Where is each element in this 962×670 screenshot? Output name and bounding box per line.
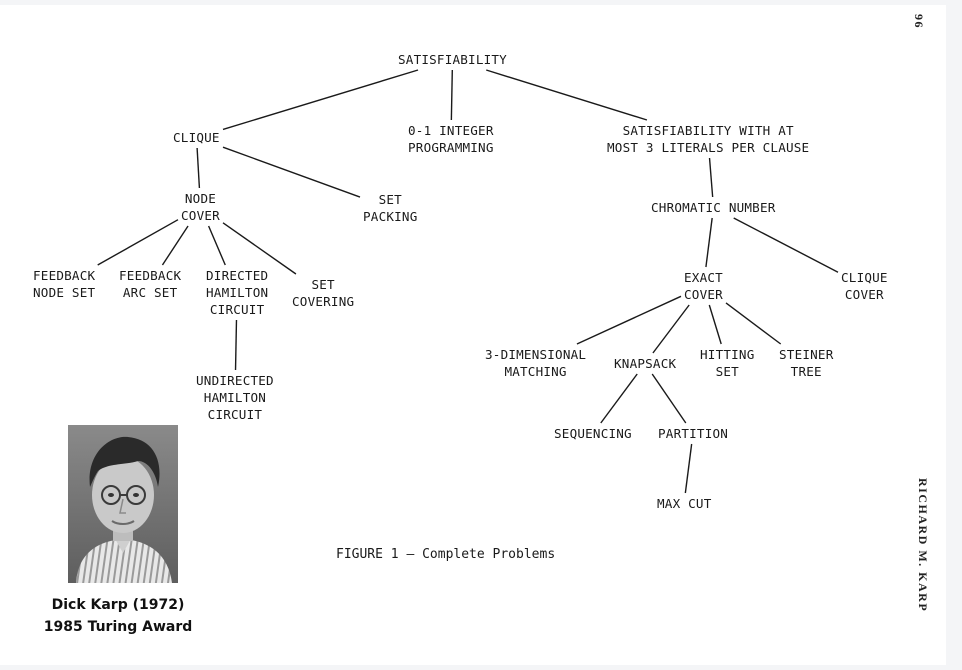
node-node-cover: NODE COVER bbox=[181, 191, 220, 223]
node-clique-cover: CLIQUE COVER bbox=[841, 270, 888, 302]
node-steiner-tree: STEINER TREE bbox=[779, 347, 834, 379]
page-number: 96 bbox=[912, 14, 926, 29]
figure-caption: FIGURE 1 – Complete Problems bbox=[336, 547, 556, 562]
edge-sat3-chromatic bbox=[708, 157, 714, 198]
node-0-1-integer-programming: 0-1 INTEGER PROGRAMMING bbox=[408, 123, 494, 155]
edge-exact_cover-three_dm bbox=[576, 295, 682, 345]
node-clique: CLIQUE bbox=[173, 130, 220, 145]
edge-chromatic-clique_cover bbox=[733, 217, 839, 273]
edge-exact_cover-hitting_set bbox=[708, 304, 722, 345]
edge-knapsack-partition bbox=[651, 373, 687, 424]
edge-chromatic-exact_cover bbox=[705, 217, 713, 268]
node-directed-hamilton-circuit: DIRECTED HAMILTON CIRCUIT bbox=[206, 268, 269, 317]
edge-sat-sat3 bbox=[486, 69, 648, 121]
running-head: RICHARD M. KARP bbox=[916, 478, 930, 613]
node-hitting-set: HITTING SET bbox=[700, 347, 755, 379]
portrait-photo bbox=[68, 425, 178, 583]
portrait-image bbox=[68, 425, 178, 583]
node-max-cut: MAX CUT bbox=[657, 496, 712, 511]
node-sequencing: SEQUENCING bbox=[554, 426, 632, 441]
node-knapsack: KNAPSACK bbox=[614, 356, 677, 371]
edge-node_cover-dhc bbox=[207, 225, 226, 266]
edge-knapsack-sequencing bbox=[600, 373, 638, 424]
photo-caption-name: Dick Karp (1972) bbox=[51, 597, 185, 613]
edge-clique-node_cover bbox=[196, 147, 201, 189]
node-exact-cover: EXACT COVER bbox=[684, 270, 723, 302]
edge-clique-set_packing bbox=[222, 146, 361, 198]
node-3-dimensional-matching: 3-DIMENSIONAL MATCHING bbox=[485, 347, 587, 379]
edge-node_cover-fas bbox=[161, 225, 189, 266]
node-set-packing: SET PACKING bbox=[363, 192, 418, 224]
node-partition: PARTITION bbox=[658, 426, 729, 441]
edge-exact_cover-steiner bbox=[725, 302, 782, 345]
edge-dhc-uhc bbox=[234, 319, 238, 371]
edge-sat-clique bbox=[222, 69, 419, 131]
edge-partition-max_cut bbox=[684, 443, 693, 494]
node-set-covering: SET COVERING bbox=[292, 277, 355, 309]
node-feedback-arc-set: FEEDBACK ARC SET bbox=[119, 268, 182, 300]
node-satisfiability: SATISFIABILITY bbox=[398, 52, 507, 67]
edge-node_cover-fvs bbox=[97, 219, 179, 266]
node-chromatic-number: CHROMATIC NUMBER bbox=[651, 200, 776, 215]
edge-node_cover-set_covering bbox=[222, 222, 297, 275]
node-undirected-hamilton-circuit: UNDIRECTED HAMILTON CIRCUIT bbox=[196, 373, 274, 422]
photo-caption-award: 1985 Turing Award bbox=[43, 619, 193, 635]
edge-exact_cover-knapsack bbox=[652, 304, 690, 354]
node-feedback-node-set: FEEDBACK NODE SET bbox=[33, 268, 96, 300]
photo-caption: Dick Karp (1972) 1985 Turing Award bbox=[30, 594, 206, 638]
node-satisfiability-3-literals: SATISFIABILITY WITH AT MOST 3 LITERALS P… bbox=[607, 123, 810, 155]
edge-sat-ilp bbox=[450, 69, 454, 121]
